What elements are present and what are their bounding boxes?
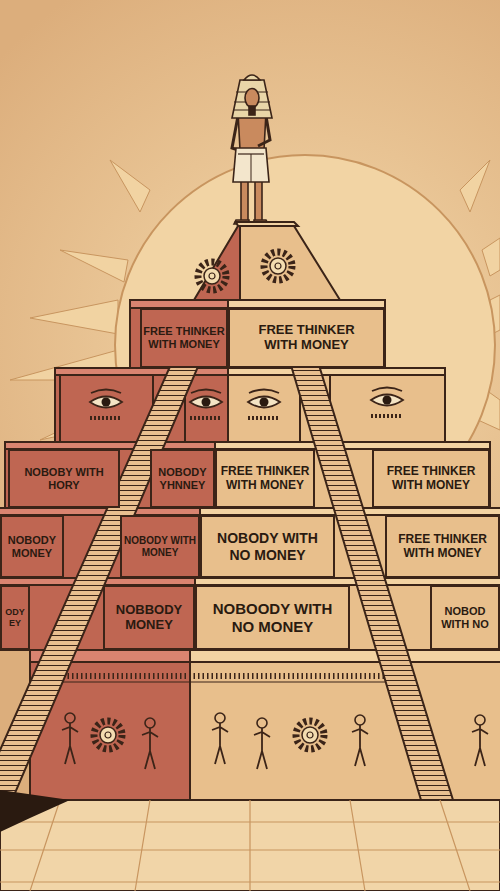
left-staircase <box>0 362 200 800</box>
pyramid-block: FREE THINKER WITH MONEY <box>215 449 315 508</box>
pyramid-block: NOBODY YHNNEY <box>150 449 215 508</box>
pyramid-block: NOBODY WITH NO MONEY <box>200 515 335 578</box>
tiled-floor <box>0 790 500 891</box>
pyramid-apex <box>194 222 340 300</box>
block-label: ODY EY <box>1 607 29 628</box>
eye-tier <box>55 368 445 442</box>
pyramid-block: FREE THINKER WITH MONEY <box>228 308 385 368</box>
block-label: NOBODY WITH MONEY <box>122 535 198 558</box>
right-staircase <box>290 362 453 800</box>
pyramid-block: NOBBODY MONEY <box>103 585 195 650</box>
block-label: FREE THINKER WITH MONEY <box>142 325 226 350</box>
pyramid-block: FREE THINKER WITH MONEY <box>372 449 490 508</box>
eye-symbol <box>90 388 403 419</box>
pyramid-block: NOBOODY WITH NO MONEY <box>195 585 350 650</box>
pyramid-block: FREE THINKER WITH MONEY <box>140 308 228 368</box>
pyramid-block: ODY EY <box>0 585 30 650</box>
block-label: NOBODY MONEY <box>2 534 62 559</box>
block-label: NOBOD WITH NO <box>433 605 497 630</box>
block-label: FREE THINKER WITH MONEY <box>381 465 481 493</box>
pyramid-block: NOBOBY WITH HORY <box>8 449 120 508</box>
tier-band <box>0 508 500 578</box>
pyramid-block: FREE THINKER WITH MONEY <box>385 515 500 578</box>
block-label: FREE THINKER WITH MONEY <box>252 323 362 353</box>
sun-disc <box>115 155 495 535</box>
pyramid-block: NOBODY WITH MONEY <box>120 515 200 578</box>
block-label: NOBOODY WITH NO MONEY <box>210 600 335 635</box>
block-label: NOBODY WITH NO MONEY <box>213 530 323 562</box>
pyramid-block: NOBOD WITH NO <box>430 585 500 650</box>
pharaoh-figure <box>232 75 272 224</box>
tier-band <box>130 300 385 368</box>
block-label: FREE THINKER WITH MONEY <box>217 465 313 493</box>
tier-band <box>5 442 490 508</box>
block-label: FREE THINKER WITH MONEY <box>393 533 493 561</box>
pyramid-block: NOBODY MONEY <box>0 515 64 578</box>
block-label: NOBODY YHNNEY <box>153 466 213 491</box>
block-label: NOBOBY WITH HORY <box>24 466 104 491</box>
block-label: NOBBODY MONEY <box>106 603 192 633</box>
